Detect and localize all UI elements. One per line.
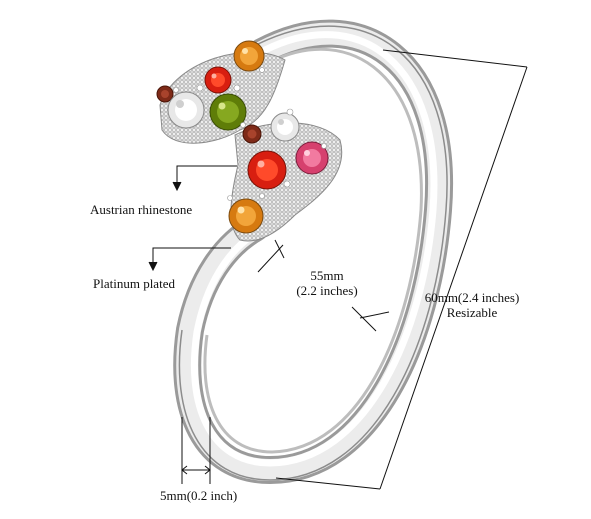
gem-red-top: [204, 66, 232, 94]
rhinestone-label: Austrian rhinestone: [90, 202, 193, 217]
gem-brown-left: [156, 85, 174, 103]
gem-clear-upper: [167, 91, 205, 129]
prong-sparkles: [173, 67, 327, 201]
inner-size-label: 55mm (2.2 inches): [288, 268, 366, 298]
outer-size-value: 60mm(2.4 inches): [424, 290, 520, 305]
rhinestone-leader: [172, 165, 237, 192]
gem-orange-top: [233, 40, 265, 72]
inner-size-in: (2.2 inches): [296, 283, 358, 298]
annotation-lines: [148, 49, 528, 490]
plating-label: Platinum plated: [93, 276, 175, 291]
band-width-label: 5mm(0.2 inch): [160, 488, 238, 503]
gem-green: [209, 93, 247, 131]
band-width-leader: [181, 417, 211, 484]
gem-pink: [295, 141, 329, 175]
gem-clear-lower: [270, 112, 300, 142]
plating-leader: [148, 247, 231, 272]
inner-diameter-leader: [257, 239, 390, 332]
outer-size-label: 60mm(2.4 inches) Resizable: [412, 290, 532, 320]
gem-brown-middle: [242, 124, 262, 144]
gem-red-lower: [247, 150, 287, 190]
gem-orange-bottom: [228, 198, 264, 234]
resizable-note: Resizable: [446, 305, 498, 320]
inner-size-mm: 55mm: [310, 268, 344, 283]
gemstones: [156, 40, 329, 234]
outer-diameter-leader: [275, 49, 528, 490]
bangle-band: [173, 19, 454, 485]
